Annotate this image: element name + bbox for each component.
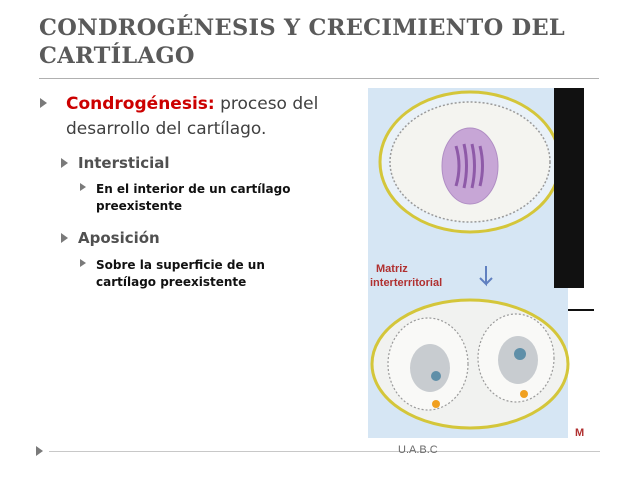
bullet-arrow-icon [61,158,68,168]
bracket-notch [554,248,584,258]
bullet-arrow-icon [40,98,47,108]
chromosomes [454,143,484,189]
bullet-arrow-icon [61,233,68,243]
footer-arrow-icon [36,446,43,456]
top-nucleus [441,127,499,205]
nucleus-left [410,344,450,392]
bullet-arrow-icon [80,259,86,267]
figure-label-matriz: Matriz [376,263,408,275]
figure-label-interterritorial: interterritorial [370,277,442,289]
bullet-intersticial: Intersticial [78,154,170,172]
figure-edge-letter: M [575,427,584,438]
term-condrogenesis: Condrogénesis: [66,94,215,114]
title-divider [39,78,599,79]
granule [432,400,440,408]
bullet-condrogenesis: Condrogénesis: proceso del desarrollo de… [66,92,356,142]
nucleus-right [498,336,538,384]
footer-divider [49,451,600,452]
bullet-intersticial-detail: En el interior de un cartílago preexiste… [96,182,291,213]
footer-text: U.A.B.C [398,444,438,456]
arrow-down-icon [479,266,493,287]
bullet-arrow-icon [80,183,86,191]
page-title: CONDROGÉNESIS Y CRECIMIENTO DEL CARTÍLAG… [39,15,566,69]
bullet-aposicion-detail: Sobre la superficie de un cartílago pree… [96,258,265,289]
nucleolus-right [514,348,526,360]
nucleolus-left [431,371,441,381]
granule [520,390,528,398]
bullet-aposicion: Aposición [78,229,160,247]
term-definition: proceso del desarrollo del cartílago. [66,94,319,139]
cartilage-illustration: Matriz interterritorial M [368,88,594,438]
